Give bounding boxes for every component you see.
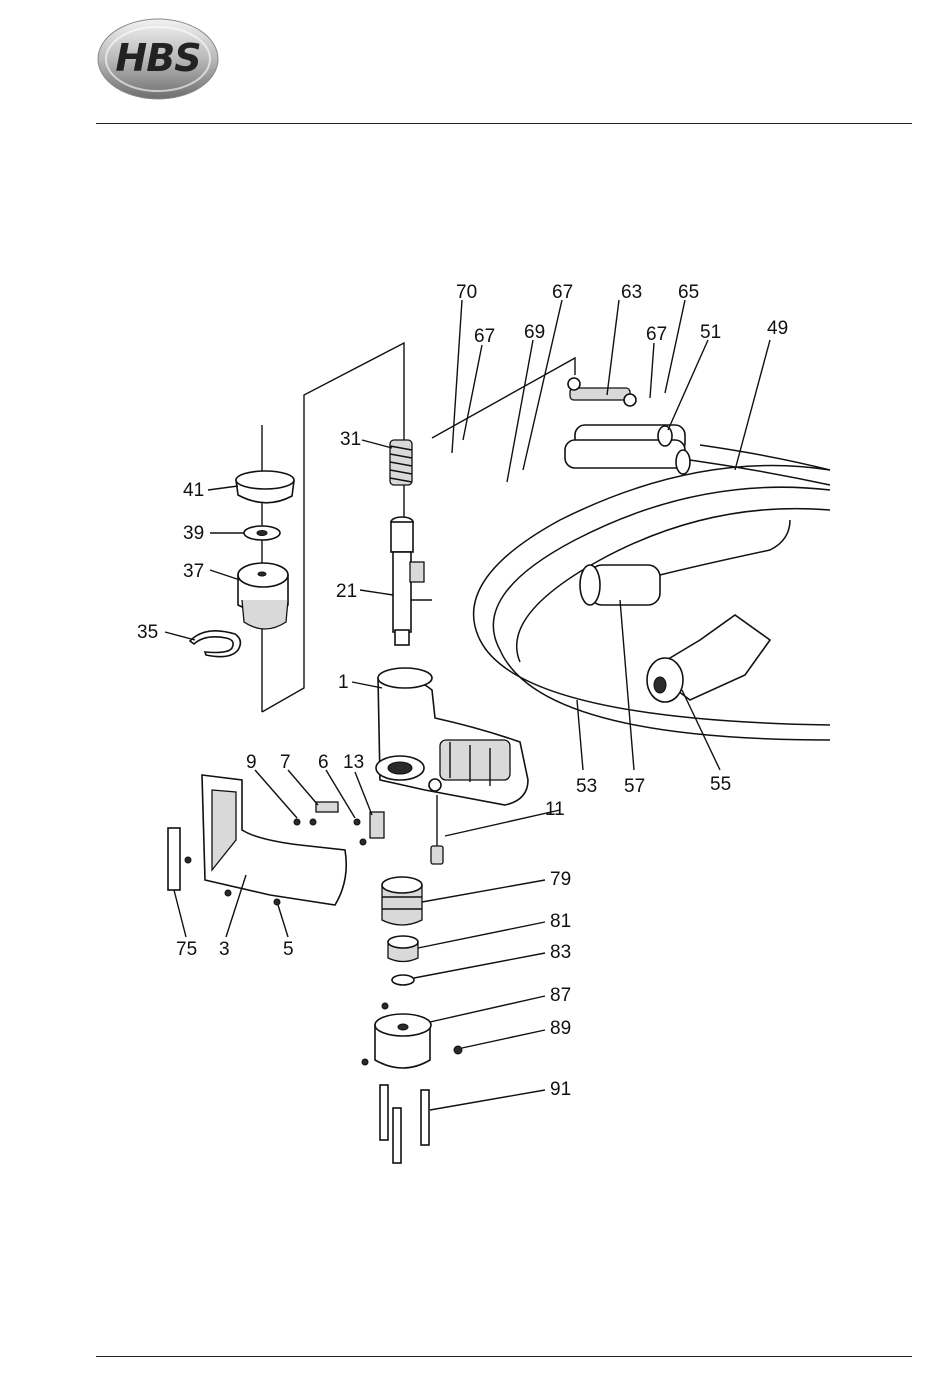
legs-91 (380, 1085, 429, 1163)
ring-41 (236, 471, 294, 503)
nut-79 (382, 877, 422, 925)
callout-13: 13 (343, 752, 364, 773)
callout-87: 87 (550, 985, 571, 1006)
callout-51: 51 (700, 322, 721, 343)
callout-81: 81 (550, 911, 571, 932)
callout-91: 91 (550, 1079, 571, 1100)
callout-63: 63 (621, 282, 642, 303)
disc-39 (244, 526, 280, 540)
callout-37: 37 (183, 561, 204, 582)
spring-31 (390, 440, 412, 485)
cable-assembly (432, 358, 830, 740)
screw-11 (431, 795, 443, 864)
bush-81 (388, 936, 418, 962)
callout-39: 39 (183, 523, 204, 544)
callout-69: 69 (524, 322, 545, 343)
clip-35 (190, 631, 240, 657)
callout-21: 21 (336, 581, 357, 602)
callout-89: 89 (550, 1018, 571, 1039)
callout-5: 5 (283, 939, 294, 960)
callout-53: 53 (576, 776, 597, 797)
callout-70: 70 (456, 282, 477, 303)
callout-67: 67 (474, 326, 495, 347)
callout-55: 55 (710, 774, 731, 795)
callout-57: 57 (624, 776, 645, 797)
callout-6: 6 (318, 752, 329, 773)
callout-41: 41 (183, 480, 204, 501)
callout-11: 11 (545, 799, 565, 820)
pin-89 (454, 1046, 462, 1054)
callout-35: 35 (137, 622, 158, 643)
callout-1: 1 (338, 672, 349, 693)
callout-65: 65 (678, 282, 699, 303)
rod-21 (391, 517, 424, 645)
callout-7: 7 (280, 752, 291, 773)
grip-cover-3 (202, 775, 346, 905)
washer-83 (392, 975, 414, 985)
chuck-37 (238, 563, 288, 629)
callout-49: 49 (767, 318, 788, 339)
callout-67: 67 (646, 324, 667, 345)
callout-9: 9 (246, 752, 257, 773)
housing-1 (376, 668, 528, 805)
callout-79: 79 (550, 869, 571, 890)
callout-31: 31 (340, 429, 361, 450)
callout-75: 75 (176, 939, 197, 960)
leader-lines (165, 300, 770, 1110)
callout-83: 83 (550, 942, 571, 963)
foot-87 (375, 1014, 431, 1068)
label-strip-75 (168, 828, 180, 890)
callout-3: 3 (219, 939, 230, 960)
callout-67: 67 (552, 282, 573, 303)
